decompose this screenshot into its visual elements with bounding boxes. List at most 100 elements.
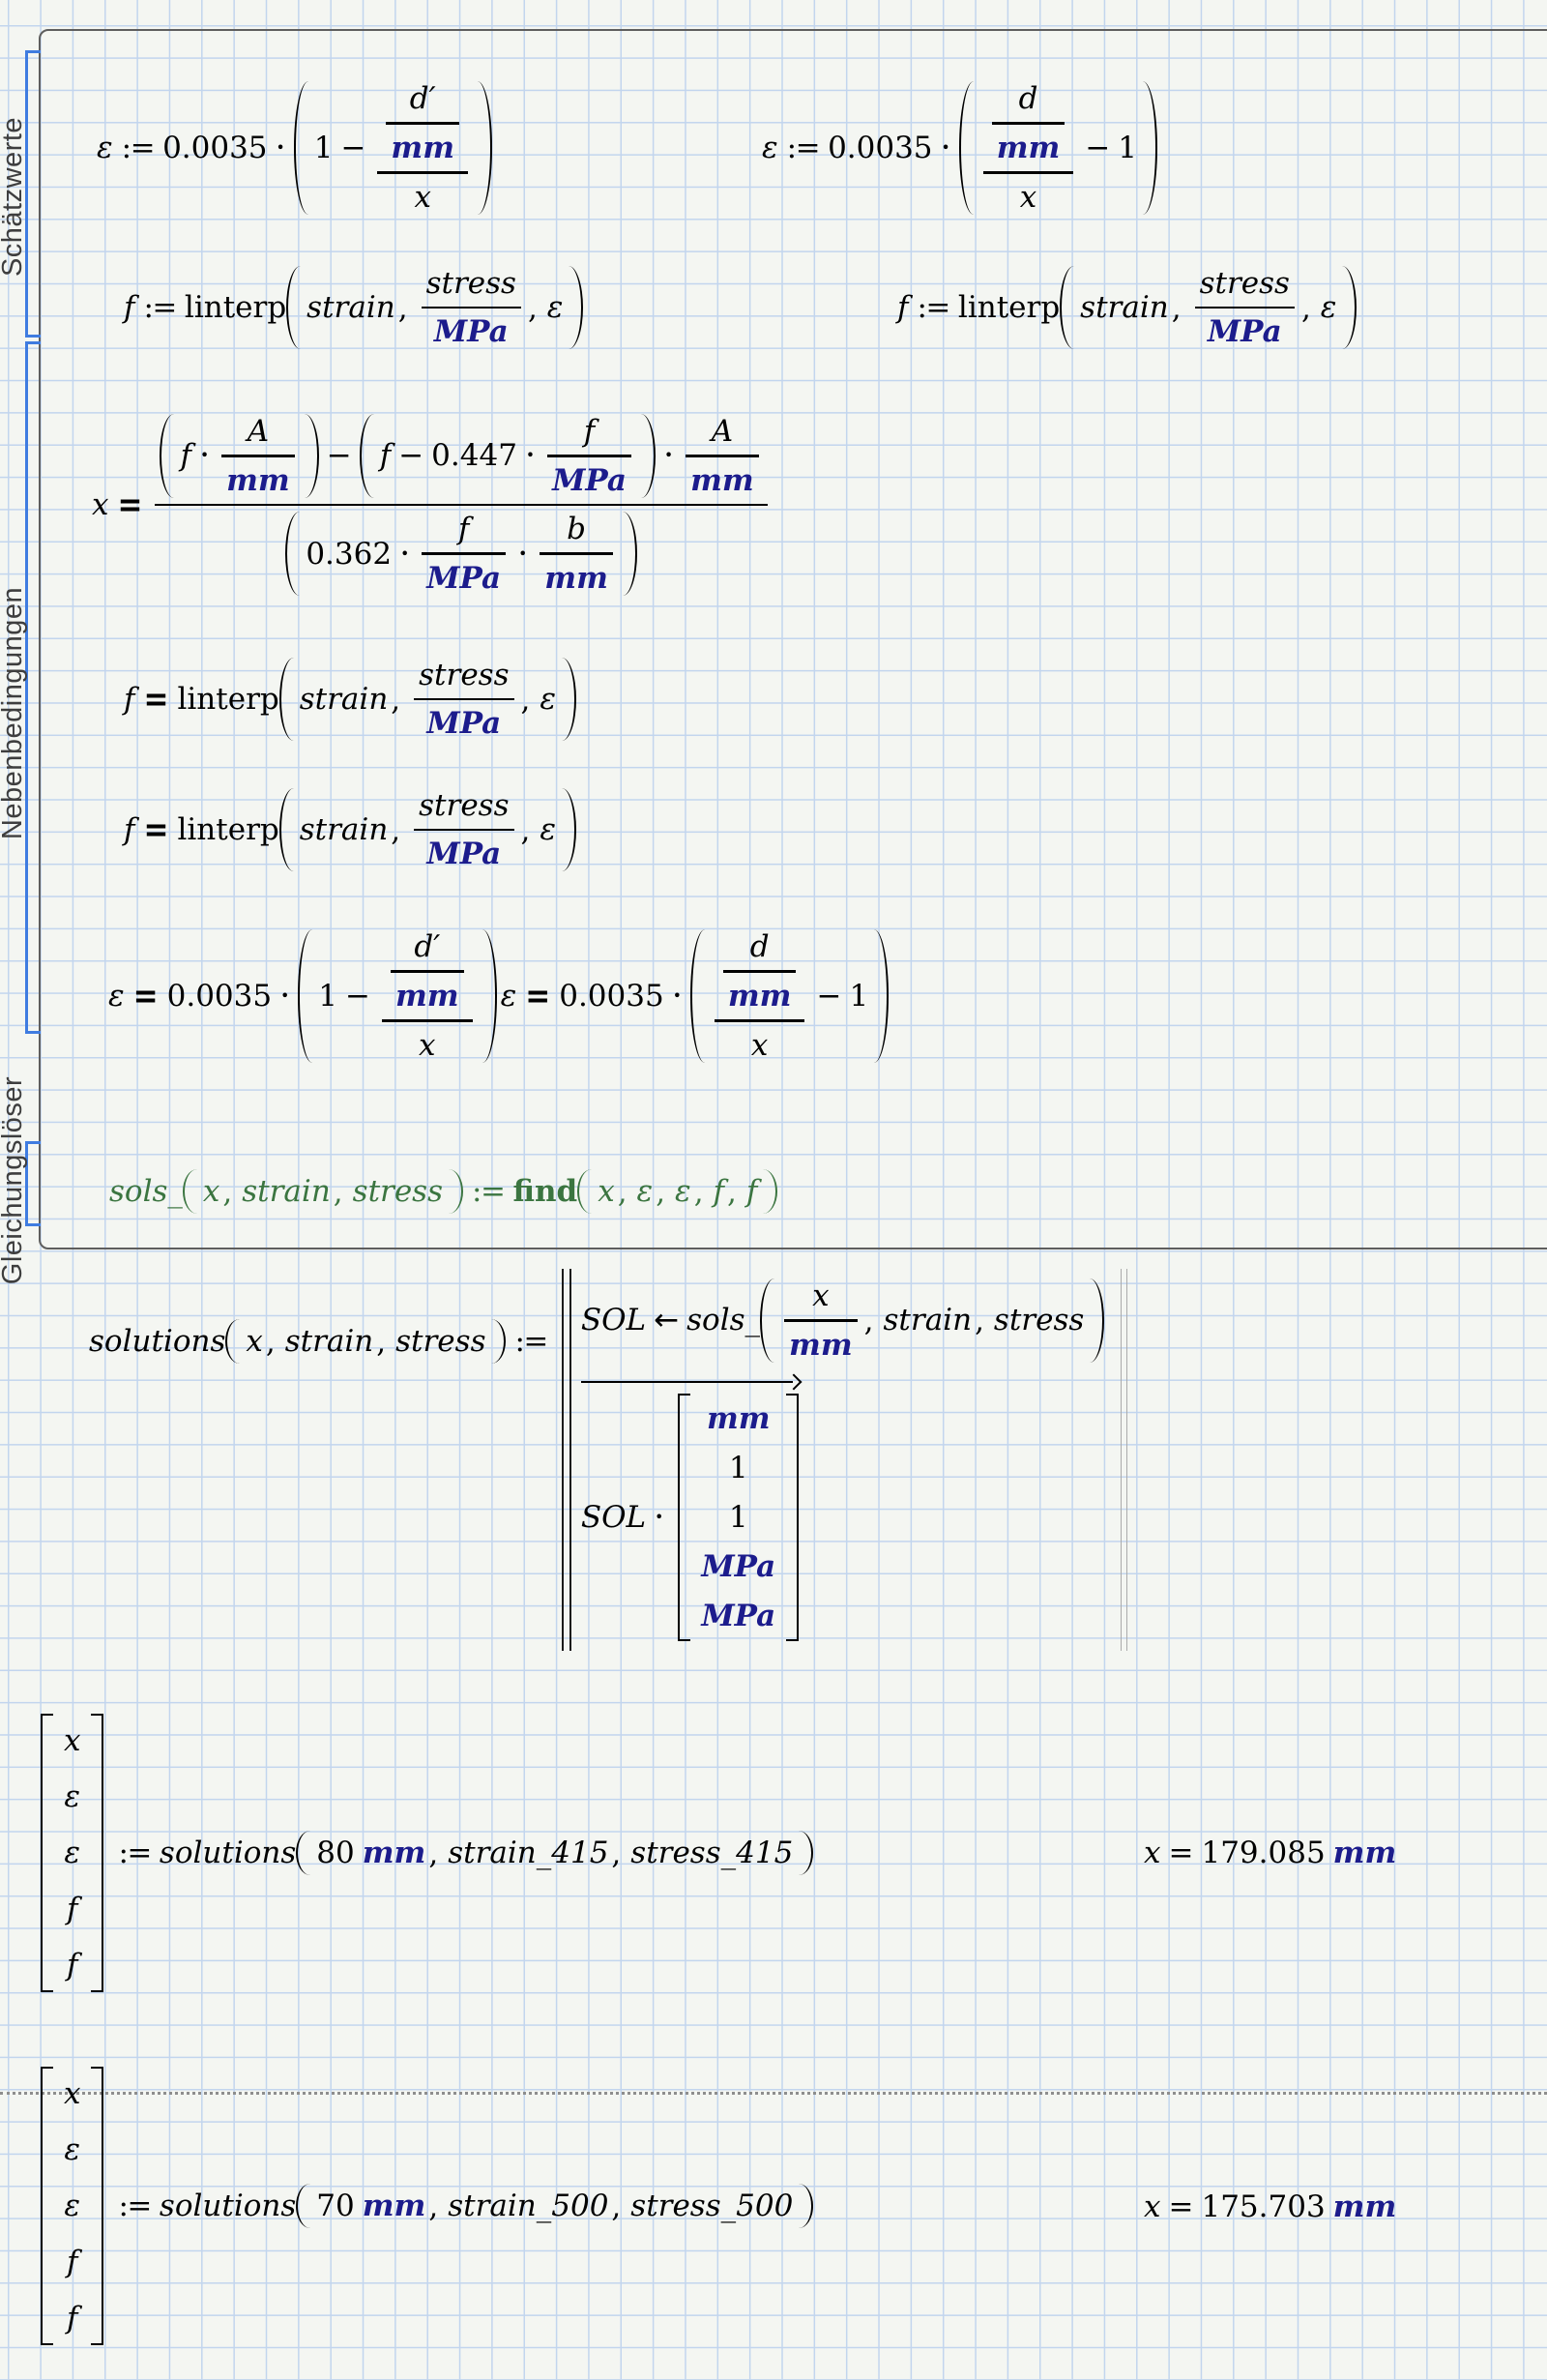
comma: , <box>428 1836 439 1871</box>
comma: , <box>611 1836 622 1871</box>
variable: f <box>897 290 909 325</box>
label-guess-values: Schätzwerte <box>0 58 33 335</box>
constraint-equals: = <box>117 485 143 525</box>
comma: , <box>397 291 408 326</box>
variable: sols_ <box>109 1174 183 1209</box>
equals: = <box>1168 2189 1194 2224</box>
comma: , <box>333 1175 343 1210</box>
variable: f <box>457 512 470 547</box>
variable: ε <box>500 979 517 1014</box>
variable: ε <box>64 2189 81 2223</box>
variable: x <box>1144 1836 1161 1870</box>
variable: f <box>67 1892 78 1926</box>
variable: x <box>750 1027 769 1063</box>
variable: sols_ <box>686 1303 761 1338</box>
variable: SOL <box>580 1303 647 1338</box>
number: 1 <box>1118 131 1138 165</box>
unit: MPa <box>1207 314 1282 350</box>
number: 1 <box>728 1499 748 1535</box>
variable: strain <box>242 1174 331 1209</box>
comma: , <box>428 2189 439 2224</box>
variable: f <box>180 438 191 474</box>
unit: MPa <box>426 837 502 872</box>
variable: x <box>64 2076 81 2111</box>
constraint-equals: = <box>132 976 159 1016</box>
multiply-dot: • <box>518 544 528 563</box>
function-name: linterp <box>957 290 1061 325</box>
unit: mm <box>706 1400 771 1436</box>
unit: mm <box>1332 2189 1397 2224</box>
unit: mm <box>690 462 754 498</box>
number: 80 <box>316 1836 355 1870</box>
operator: − <box>345 979 370 1014</box>
variable: A <box>247 414 270 450</box>
function-name: linterp <box>177 682 279 717</box>
variable: x <box>202 1174 220 1209</box>
unit: mm <box>362 2189 426 2223</box>
number: 1 <box>849 979 869 1014</box>
unit: mm <box>391 131 455 165</box>
variable: x <box>92 487 109 522</box>
variable: ε <box>1320 290 1337 325</box>
assign-operator: := <box>118 2189 152 2223</box>
variable: f <box>67 1948 78 1983</box>
number: 179.085 <box>1201 1836 1326 1870</box>
label-solver: Gleichungslöser <box>0 1023 33 1337</box>
variable: stress <box>425 265 516 301</box>
variable: ε <box>97 131 113 165</box>
unit: MPa <box>701 1548 776 1584</box>
number: 1 <box>318 979 337 1014</box>
variable: stress <box>1199 265 1290 301</box>
comma: , <box>222 1175 233 1210</box>
variable: strain_415 <box>448 1836 609 1870</box>
page-break-line <box>0 2092 1547 2095</box>
variable: strain <box>883 1303 973 1338</box>
variable: stress <box>993 1303 1085 1338</box>
variable: stress <box>419 787 510 823</box>
unit: MPa <box>701 1598 776 1633</box>
variable: d′ <box>414 929 441 965</box>
variable: f <box>124 812 135 847</box>
comma: , <box>1171 291 1182 326</box>
unit: mm <box>362 1836 426 1870</box>
number: 1 <box>728 1450 748 1485</box>
comma: , <box>376 1325 387 1360</box>
multiply-dot: • <box>655 1508 664 1526</box>
variable: ε <box>675 1174 691 1209</box>
variable: b <box>567 512 586 547</box>
unit: mm <box>226 462 290 498</box>
parentheses: x,ε,ε,f,f <box>577 1168 778 1215</box>
unit: MPa <box>433 314 509 350</box>
solve-block-bracket-constraints <box>25 341 41 1034</box>
variable: ε <box>546 290 564 325</box>
function-name: linterp <box>184 290 287 325</box>
comma: , <box>727 1175 737 1210</box>
assign-operator: := <box>472 1174 506 1209</box>
comma: , <box>1300 291 1311 326</box>
variable: ε <box>108 979 125 1014</box>
number: 1 <box>313 131 334 165</box>
